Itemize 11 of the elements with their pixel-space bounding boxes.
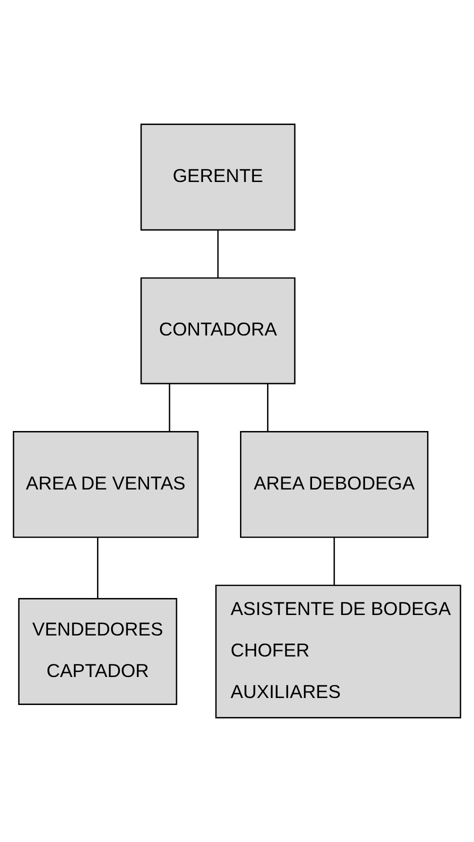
connector [217, 230, 219, 278]
node-box: AREA DEBODEGA [240, 431, 428, 538]
node-box: AREA DE VENTAS [12, 431, 199, 538]
connector [334, 537, 335, 585]
connector [168, 384, 170, 432]
node-box: CONTADORA [140, 277, 296, 384]
connector [97, 537, 98, 598]
node-box: GERENTE [140, 124, 296, 231]
connector [267, 384, 268, 432]
node-box: ASISTENTE DE BODEGA CHOFER AUXILIARES [215, 584, 462, 718]
node-box: VENDEDORES CAPTADOR [18, 598, 178, 705]
